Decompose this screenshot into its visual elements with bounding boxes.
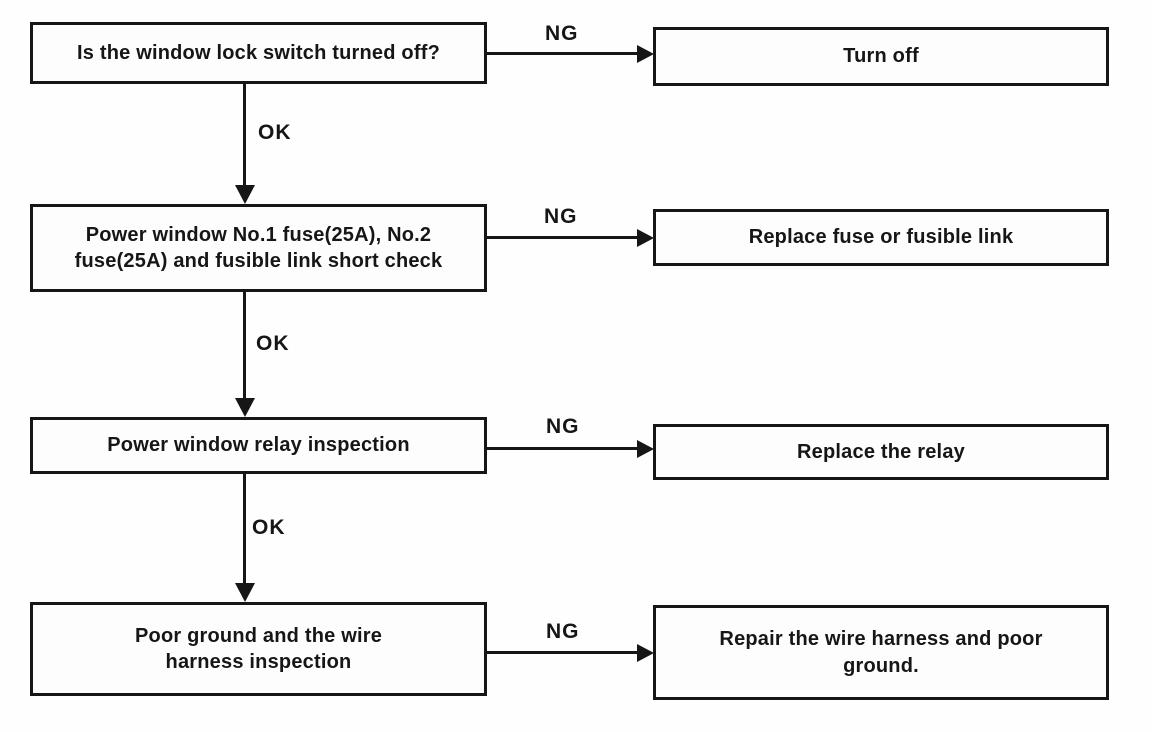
arrow-down-icon: [235, 583, 255, 602]
arrow-right-icon: [637, 229, 654, 247]
flow-action-box-replace-relay: Replace the relay: [653, 424, 1109, 480]
ng-edge-label: NG: [544, 205, 578, 228]
arrow-right-icon: [637, 45, 654, 63]
ok-edge-label: OK: [258, 121, 292, 144]
flow-step-text: Is the window lock switch turned off?: [77, 41, 440, 64]
ok-arrow-line: [243, 292, 246, 399]
arrow-down-icon: [235, 185, 255, 204]
ng-arrow-line: [487, 651, 637, 654]
ok-arrow-line: [243, 474, 246, 584]
ng-arrow-line: [487, 236, 637, 239]
ok-edge-label: OK: [256, 332, 290, 355]
flow-action-box-repair-harness: Repair the wire harness and poor ground.: [653, 605, 1109, 700]
ng-arrow-line: [487, 447, 637, 450]
flow-step-box-ground-harness-inspection: Poor ground and the wire harness inspect…: [30, 602, 487, 696]
flow-action-box-turn-off: Turn off: [653, 27, 1109, 86]
flow-action-text: Replace fuse or fusible link: [748, 226, 1014, 249]
arrow-right-icon: [637, 440, 654, 458]
flow-step-text: Power window No.1 fuse(25A), No.2 fuse(2…: [74, 223, 443, 272]
ng-arrow-line: [487, 52, 637, 55]
ng-edge-label: NG: [545, 22, 579, 45]
ok-edge-label: OK: [252, 516, 286, 539]
ok-arrow-line: [243, 84, 246, 186]
flow-step-box-fuse-check: Power window No.1 fuse(25A), No.2 fuse(2…: [30, 204, 487, 292]
flow-action-box-replace-fuse: Replace fuse or fusible link: [653, 209, 1109, 266]
flow-step-box-relay-inspection: Power window relay inspection: [30, 417, 487, 474]
arrow-down-icon: [235, 398, 255, 417]
ng-edge-label: NG: [546, 415, 580, 438]
flow-step-box-window-lock-switch: Is the window lock switch turned off?: [30, 22, 487, 84]
flow-action-text: Replace the relay: [797, 440, 965, 463]
flow-action-text: Turn off: [843, 45, 919, 68]
arrow-right-icon: [637, 644, 654, 662]
ng-edge-label: NG: [546, 620, 580, 643]
flow-step-text: Power window relay inspection: [107, 434, 410, 457]
flow-step-text: Poor ground and the wire harness inspect…: [134, 624, 383, 673]
flow-action-text: Repair the wire harness and poor ground.: [719, 628, 1043, 677]
